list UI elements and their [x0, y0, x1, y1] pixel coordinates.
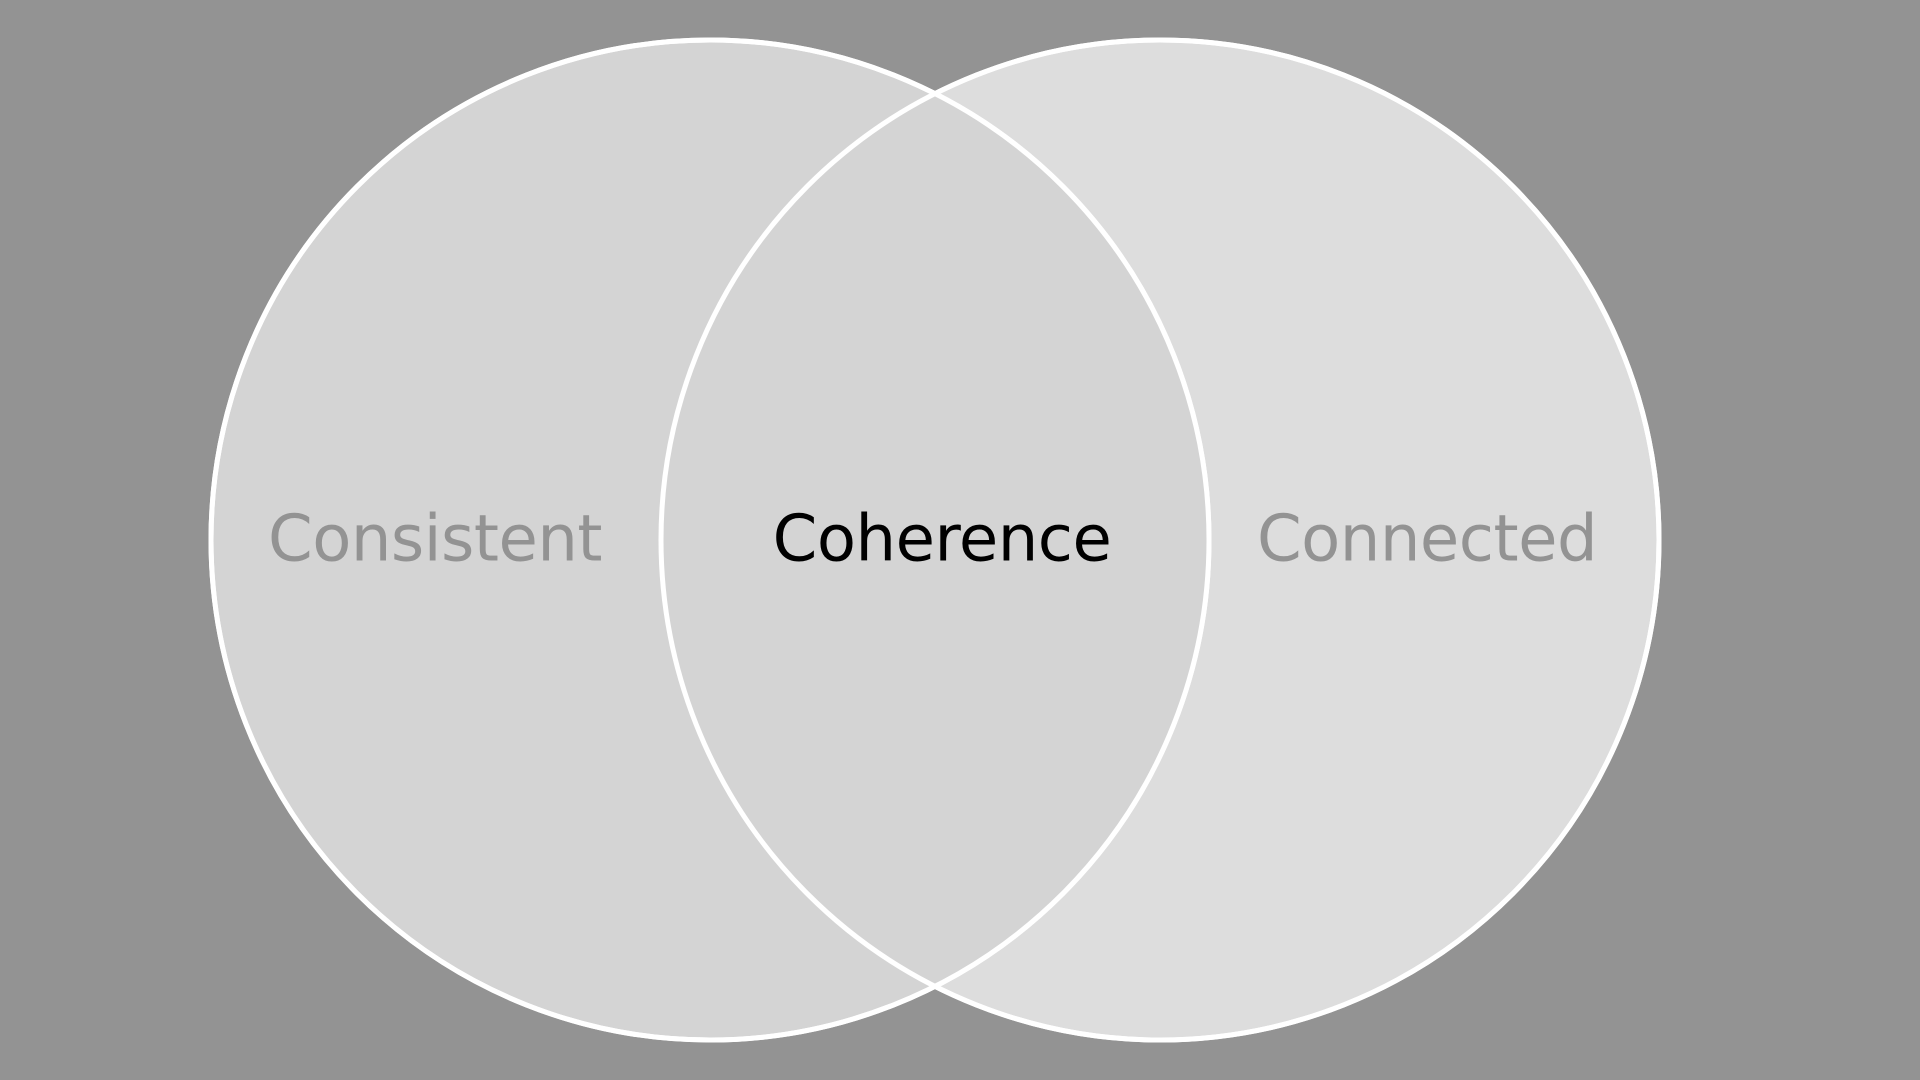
left-circle-outline: [208, 37, 1212, 1043]
intersection-label: Coherence: [773, 503, 1112, 577]
right-set-label: Connected: [1257, 503, 1597, 577]
right-circle-outline: [658, 37, 1662, 1043]
intersection-region: [661, 40, 1209, 1040]
left-set-label: Consistent: [268, 503, 602, 577]
